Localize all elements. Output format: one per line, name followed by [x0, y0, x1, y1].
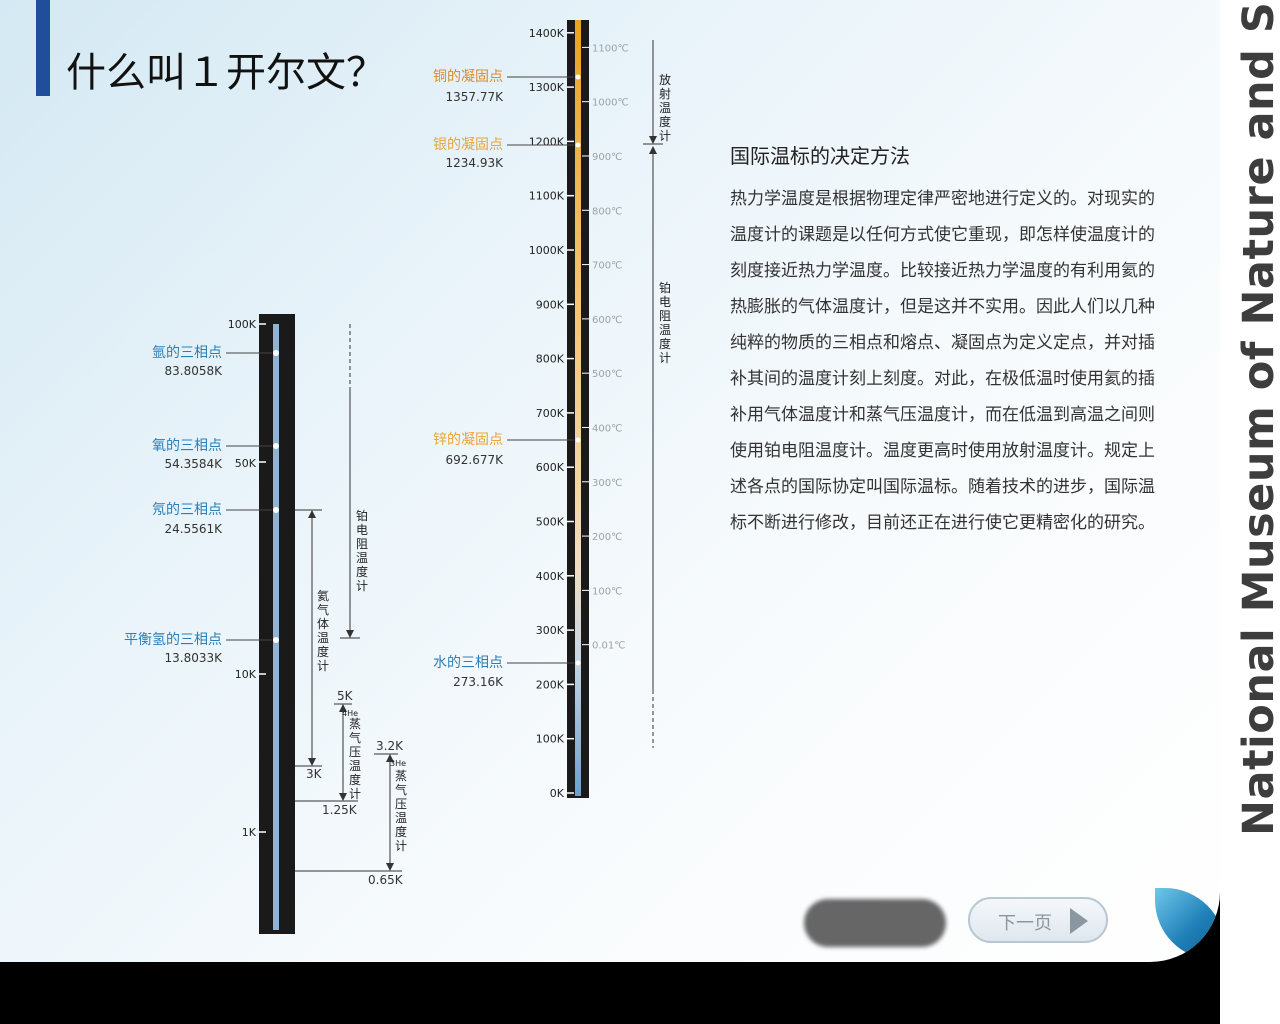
- range-label: 放射温度计: [659, 72, 671, 143]
- celsius-tick-label: 100℃: [592, 586, 622, 597]
- temperature-scale-diagram: 100K 50K 10K 1K 氩的三相点 83.8058K 氧的三相点 54.…: [124, 20, 671, 934]
- previous-page-button[interactable]: [804, 899, 946, 947]
- low-platinum-range: 铂电阻温度计: [340, 324, 368, 639]
- celsius-tick-label: 500℃: [592, 369, 622, 380]
- isotope-label: 4He: [342, 709, 358, 718]
- celsius-tick-label: 300℃: [592, 478, 622, 489]
- kelvin-tick-label: 200K: [536, 678, 565, 691]
- helium-gas-range: 3K 氦气体温度计: [295, 509, 329, 781]
- article-body: 热力学温度是根据物理定律严密地进行定义的。对现实的温度计的课题是以任何方式使它重…: [730, 189, 1155, 533]
- kelvin-tick-label: 700K: [536, 407, 565, 420]
- kelvin-tick-label: 1200K: [529, 135, 565, 148]
- tick-label: 100K: [228, 318, 257, 331]
- fixed-point-name: 铜的凝固点: [433, 69, 503, 85]
- he3-vapor-range: 3.2K 0.65K 3He 蒸气压温度计: [295, 739, 407, 887]
- range-label: 氦气体温度计: [317, 588, 329, 673]
- tick-label: 1K: [242, 826, 257, 839]
- range-bound: 3K: [306, 767, 323, 781]
- next-page-button[interactable]: 下一页: [968, 897, 1108, 943]
- fixed-point-marker: [575, 660, 581, 666]
- fixed-point-marker: [273, 637, 279, 643]
- fixed-point-name: 氖的三相点: [152, 502, 222, 518]
- high-scale-points: 铜的凝固点 1357.77K 银的凝固点 1234.93K 锌的凝固点 692.…: [433, 69, 581, 689]
- range-label: 铂电阻温度计: [356, 508, 368, 593]
- celsius-tick-label: 200℃: [592, 532, 622, 543]
- museum-name: National Museum of Nature and Science: [1234, 0, 1280, 836]
- fixed-point-name: 平衡氢的三相点: [124, 632, 222, 648]
- article: 国际温标的决定方法 热力学温度是根据物理定律严密地进行定义的。对现实的温度计的课…: [730, 140, 1160, 541]
- fixed-point-value: 13.8033K: [165, 651, 224, 665]
- celsius-tick-label: 0.01℃: [592, 641, 626, 652]
- article-heading: 国际温标的决定方法: [730, 144, 910, 168]
- fixed-point-value: 24.5561K: [165, 522, 224, 536]
- fixed-point-value: 692.677K: [446, 453, 505, 467]
- page-title: 什么叫１开尔文？: [66, 50, 386, 96]
- tick-label: 50K: [235, 457, 257, 470]
- kelvin-tick-label: 400K: [536, 570, 565, 583]
- tick-label: 10K: [235, 668, 257, 681]
- fixed-point-marker: [273, 507, 279, 513]
- high-scale-fill: [575, 20, 581, 796]
- range-label: 蒸气压温度计: [395, 769, 407, 853]
- fixed-point-name: 银的凝固点: [433, 137, 503, 153]
- kelvin-tick-label: 1000K: [529, 244, 565, 257]
- celsius-tick-label: 1000℃: [592, 98, 629, 109]
- kelvin-tick-label: 600K: [536, 461, 565, 474]
- fixed-point-name: 锌的凝固点: [433, 432, 503, 448]
- fixed-point-name: 氩的三相点: [152, 345, 222, 361]
- range-bound: 5K: [337, 689, 354, 703]
- celsius-ticks: 1100℃ 1000℃ 900℃ 800℃ 700℃ 600℃ 500℃ 400℃ 300℃ 20…: [582, 43, 629, 652]
- next-page-label: 下一页: [998, 913, 1052, 934]
- side-band: [1220, 0, 1280, 1024]
- fixed-point-name: 氧的三相点: [152, 438, 222, 454]
- range-label: 蒸气压温度计: [349, 717, 361, 801]
- kelvin-tick-label: 500K: [536, 516, 565, 529]
- low-scale-ticks: 100K 50K 10K 1K: [228, 318, 266, 839]
- kelvin-tick-label: 300K: [536, 624, 565, 637]
- page-background: 什么叫１开尔文？ 100K 50K 10K: [0, 0, 1220, 962]
- low-scale-points: 氩的三相点 83.8058K 氧的三相点 54.3584K 氖的三相点 24.5…: [124, 345, 279, 665]
- range-bound: 3.2K: [376, 739, 404, 753]
- high-temperature-scale: 1400K 1300K 1200K 1100K 1000K 900K 800K 700K 600…: [433, 20, 671, 800]
- kelvin-tick-label: 1400K: [529, 27, 565, 40]
- isotope-label: 3He: [390, 759, 406, 768]
- fixed-point-value: 83.8058K: [165, 364, 224, 378]
- low-temperature-scale: 100K 50K 10K 1K 氩的三相点 83.8058K 氧的三相点 54.…: [124, 314, 407, 934]
- celsius-tick-label: 700℃: [592, 261, 622, 272]
- fixed-point-value: 273.16K: [453, 675, 504, 689]
- celsius-tick-label: 1100℃: [592, 43, 629, 54]
- high-scale-ticks: 1400K 1300K 1200K 1100K 1000K 900K 800K 700K 600…: [529, 27, 574, 800]
- radiation-range: 放射温度计: [643, 40, 671, 145]
- celsius-tick-label: 600℃: [592, 315, 622, 326]
- fixed-point-name: 水的三相点: [433, 655, 503, 671]
- range-bound: 0.65K: [368, 873, 404, 887]
- fixed-point-marker: [575, 142, 581, 148]
- fixed-point-value: 1357.77K: [446, 90, 505, 104]
- celsius-tick-label: 800℃: [592, 206, 622, 217]
- fixed-point-marker: [273, 350, 279, 356]
- fixed-point-marker: [273, 443, 279, 449]
- kelvin-tick-label: 1100K: [529, 190, 565, 203]
- celsius-tick-label: 400℃: [592, 423, 622, 434]
- range-bound: 1.25K: [322, 803, 358, 817]
- title-accent-bar: [36, 0, 50, 96]
- kelvin-tick-label: 900K: [536, 298, 565, 311]
- kelvin-tick-label: 0K: [550, 787, 565, 800]
- celsius-tick-label: 900℃: [592, 152, 622, 163]
- fixed-point-marker: [575, 437, 581, 443]
- range-label: 铂电阻温度计: [659, 280, 671, 365]
- fixed-point-marker: [575, 74, 581, 80]
- fixed-point-value: 54.3584K: [165, 457, 224, 471]
- fixed-point-value: 1234.93K: [446, 156, 505, 170]
- kelvin-tick-label: 100K: [536, 733, 565, 746]
- play-arrow-icon: [1070, 908, 1088, 934]
- he4-vapor-range: 5K 1.25K 4He 蒸气压温度计: [295, 689, 361, 817]
- high-platinum-range: 铂电阻温度计: [649, 146, 671, 748]
- kelvin-tick-label: 800K: [536, 353, 565, 366]
- low-scale-fill: [273, 318, 279, 930]
- kelvin-tick-label: 1300K: [529, 81, 565, 94]
